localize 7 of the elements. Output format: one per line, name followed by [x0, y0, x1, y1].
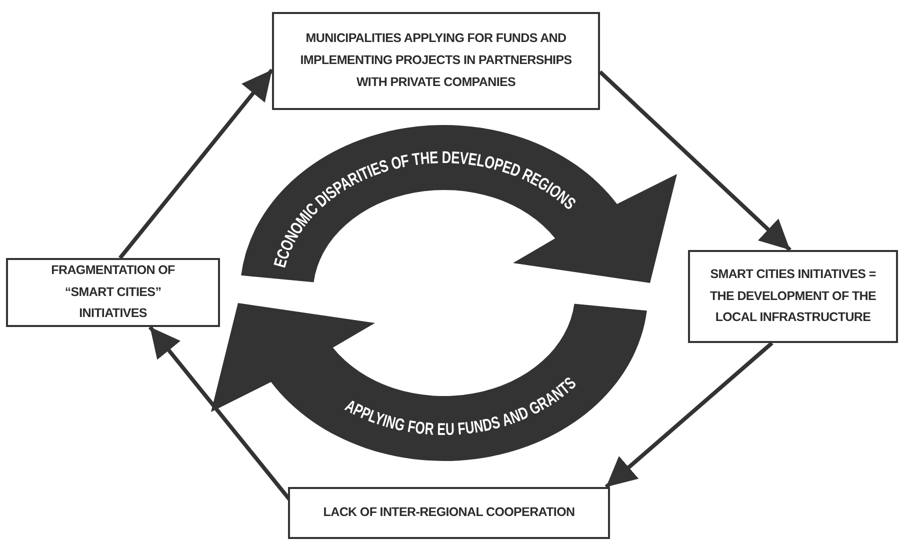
- text-box: MUNICIPALITIES APPLYING FOR FUNDS AND IMPLEMENTING PROJECTS IN PARTNERSHIPS WITH PRIVATE COMPANIES: [272, 12, 600, 110]
- text-box: LACK OF INTER-REGIONAL COOPERATION: [288, 487, 610, 539]
- arrow: [604, 341, 774, 489]
- arrow: [118, 68, 274, 260]
- arrow: [598, 70, 792, 252]
- text-box: SMART CITIES INITIATIVES = THE DEVELOPMENT OF THE LOCAL INFRASTRUCTURE: [688, 250, 898, 343]
- text-box: FRAGMENTATION OF “SMART CITIES” INITIATIVES: [6, 258, 220, 327]
